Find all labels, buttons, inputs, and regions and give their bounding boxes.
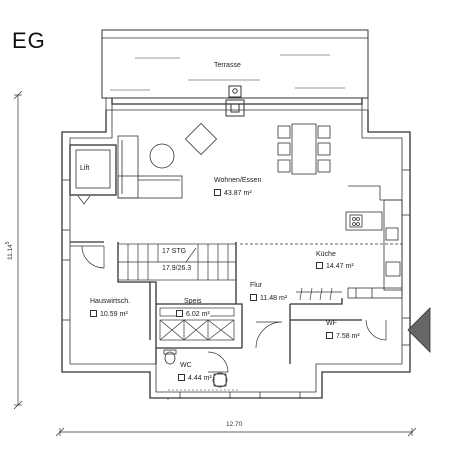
area-box-icon bbox=[214, 189, 221, 196]
exterior-walls bbox=[61, 98, 411, 399]
kueche-area: 14.47 m² bbox=[316, 262, 354, 270]
chimney bbox=[228, 85, 242, 98]
wf-label: WF bbox=[326, 320, 337, 327]
lift-label: Lift bbox=[80, 165, 90, 172]
doors bbox=[81, 245, 387, 373]
dimension-lines bbox=[13, 90, 417, 437]
staircase bbox=[117, 243, 237, 281]
entrance-arrow bbox=[407, 307, 431, 353]
area-box-icon bbox=[90, 310, 97, 317]
floor-label: EG bbox=[12, 28, 46, 53]
wc-label: WC bbox=[180, 362, 192, 369]
wardrobe bbox=[296, 287, 342, 301]
area-box-icon bbox=[250, 294, 257, 301]
speis-label: Speis bbox=[184, 298, 202, 305]
terrace-label: Terrasse bbox=[214, 62, 241, 69]
wohnen-label: Wohnen/Essen bbox=[214, 177, 262, 184]
area-box-icon bbox=[316, 262, 323, 269]
coffee-table bbox=[149, 143, 175, 169]
width-dimension: 12.70 bbox=[226, 421, 243, 428]
wohnen-area: 43.87 m² bbox=[214, 189, 252, 197]
lift-shaft bbox=[69, 144, 117, 196]
kitchen-counter bbox=[345, 185, 403, 299]
wf-area: 7.58 m² bbox=[326, 332, 360, 340]
stair-label-2: 17.9/26.3 bbox=[162, 265, 192, 272]
area-box-icon bbox=[178, 374, 185, 381]
dining-table bbox=[277, 123, 331, 175]
flur-label: Flur bbox=[250, 282, 263, 289]
hauswirtsch-area: 10.59 m² bbox=[90, 310, 128, 318]
speis-area: 6.02 m² bbox=[176, 310, 210, 318]
sofa bbox=[117, 135, 183, 199]
rug bbox=[184, 122, 218, 156]
flur-area: 11.48 m² bbox=[250, 294, 287, 302]
kueche-label: Küche bbox=[316, 251, 336, 258]
area-box-icon bbox=[176, 310, 183, 317]
wc-area: 4.44 m² bbox=[178, 374, 212, 382]
area-box-icon bbox=[326, 332, 333, 339]
stair-label-1: 17 STG bbox=[162, 248, 187, 255]
height-dimension: 11.145 bbox=[5, 241, 15, 260]
wc-fixtures bbox=[163, 349, 228, 388]
terrace-outline bbox=[101, 29, 369, 99]
hauswirtsch-label: Hauswirtsch. bbox=[90, 298, 131, 305]
